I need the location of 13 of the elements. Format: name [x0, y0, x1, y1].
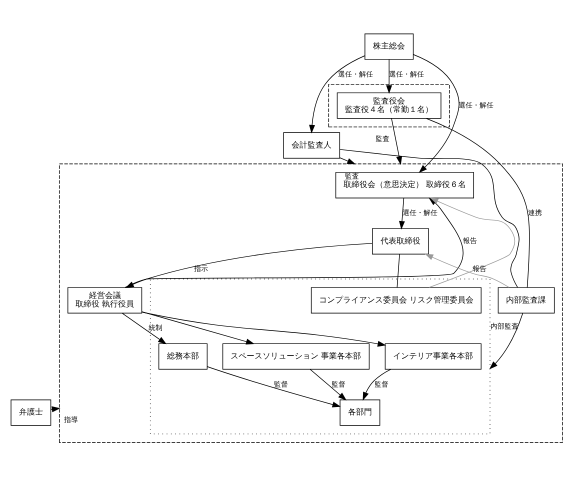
edge-label: 監査	[345, 171, 360, 180]
edge-label: 選任・解任	[338, 68, 373, 78]
edge-label: 内部監査	[490, 320, 518, 330]
edge-label: 監督	[332, 378, 346, 388]
edge-label: 統制	[148, 322, 162, 332]
edge-label: 監督	[374, 378, 388, 388]
edge-label: 報告	[472, 264, 486, 273]
edge-label: 指示	[194, 264, 208, 273]
edge-label: 指導	[64, 414, 78, 424]
edge-label: 報告	[463, 236, 478, 245]
edge-label: 監督	[274, 378, 288, 388]
edge-label: 連携	[528, 208, 542, 217]
edge-label: 監査	[375, 134, 390, 143]
